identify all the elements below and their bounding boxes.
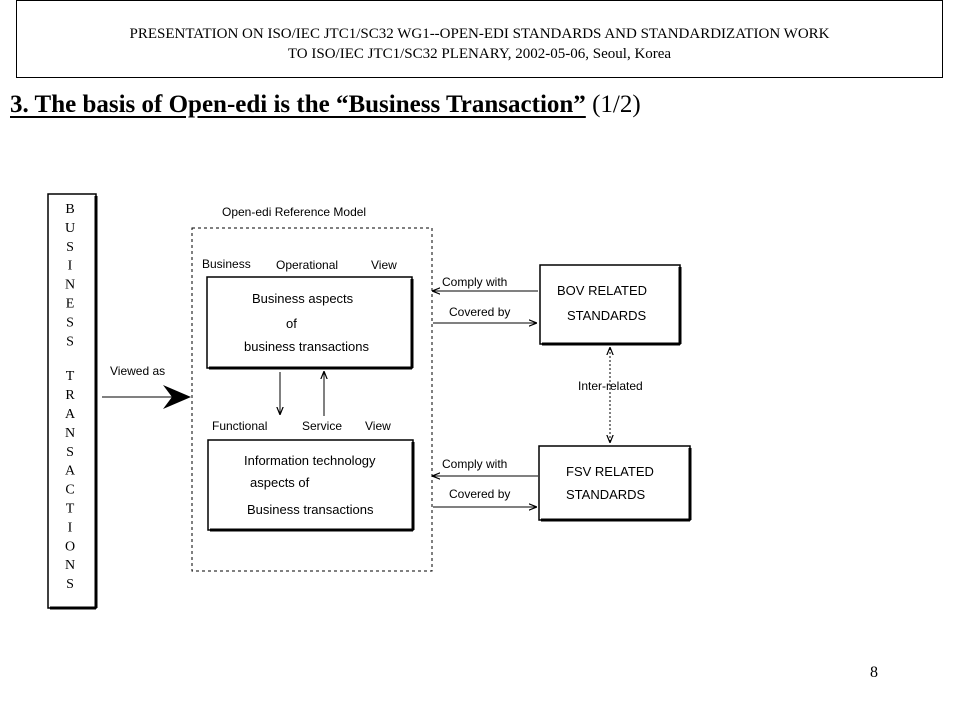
reference-model-label: Open-edi Reference Model <box>222 205 366 219</box>
header-line-1: PRESENTATION ON ISO/IEC JTC1/SC32 WG1--O… <box>129 26 830 42</box>
side-letter: I <box>68 520 73 535</box>
slide-title-main: 3. The basis of Open-edi is the “Busines… <box>10 91 586 118</box>
side-letter: N <box>65 278 75 293</box>
business-transactions-box <box>47 193 98 610</box>
bov-box-line-3: business transactions <box>244 339 370 354</box>
bov-standards-line-2: STANDARDS <box>567 308 647 323</box>
side-letter: S <box>66 240 74 255</box>
bov-standards-box <box>539 264 682 346</box>
side-letter: S <box>66 577 74 592</box>
side-letter: I <box>68 259 73 274</box>
fsv-word-view: View <box>365 419 391 433</box>
fsv-box <box>207 439 415 532</box>
fsv-word-service: Service <box>302 419 342 433</box>
fsv-box-line-1: Information technology <box>244 453 376 468</box>
side-letter: S <box>66 334 74 349</box>
fsv-standards-line-2: STANDARDS <box>566 487 646 502</box>
fsv-covered-by-label: Covered by <box>449 487 510 501</box>
side-letter: C <box>65 483 74 498</box>
bov-box <box>206 276 414 370</box>
slide-title: 3. The basis of Open-edi is the “Busines… <box>10 91 641 119</box>
fsv-box-line-2: aspects of <box>250 475 310 490</box>
side-letter: N <box>65 426 75 441</box>
fsv-standards-line-1: FSV RELATED <box>566 464 654 479</box>
inter-related-label: Inter-related <box>578 379 643 393</box>
bov-word-business: Business <box>202 257 251 271</box>
fsv-standards-box <box>538 445 692 522</box>
viewed-as-arrowhead <box>163 385 191 409</box>
page-number: 8 <box>870 664 878 681</box>
side-letter: S <box>66 445 74 460</box>
side-letter: A <box>65 464 76 479</box>
side-letter: B <box>65 202 74 217</box>
side-letter: O <box>65 539 75 554</box>
bov-box-line-2: of <box>286 316 297 331</box>
side-letter: S <box>66 315 74 330</box>
side-letter: N <box>65 558 75 573</box>
bov-word-operational: Operational <box>276 258 338 272</box>
side-letter: U <box>65 221 75 236</box>
slide-title-part: (1/2) <box>585 91 641 118</box>
side-letter: T <box>66 369 75 384</box>
header-line-2: TO ISO/IEC JTC1/SC32 PLENARY, 2002-05-06… <box>287 46 672 62</box>
bov-comply-with-label: Comply with <box>442 275 507 289</box>
fsv-comply-with-label: Comply with <box>442 457 507 471</box>
bov-standards-line-1: BOV RELATED <box>557 283 647 298</box>
bov-covered-by-label: Covered by <box>449 305 510 319</box>
side-letter: A <box>65 407 76 422</box>
side-letter: E <box>66 297 75 312</box>
viewed-as-label: Viewed as <box>110 364 165 378</box>
reference-model-box <box>191 227 433 572</box>
bov-word-view: View <box>371 258 397 272</box>
side-letter: T <box>66 502 75 517</box>
bov-box-line-1: Business aspects <box>252 291 354 306</box>
header-box: PRESENTATION ON ISO/IEC JTC1/SC32 WG1--O… <box>16 0 943 78</box>
fsv-word-functional: Functional <box>212 419 267 433</box>
fsv-box-line-3: Business transactions <box>247 502 374 517</box>
side-letter: R <box>65 388 75 403</box>
